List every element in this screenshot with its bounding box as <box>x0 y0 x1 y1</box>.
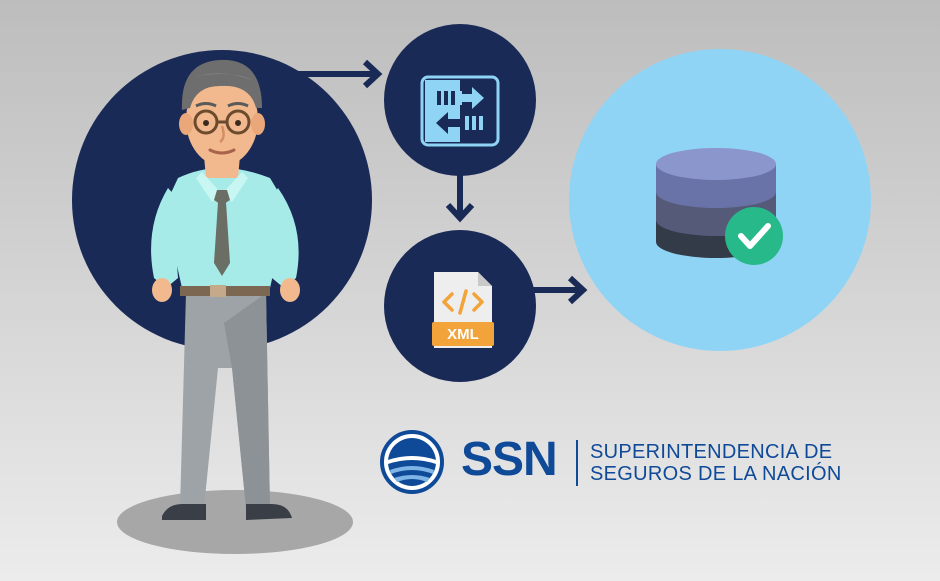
arrow-transfer-to-xml <box>445 172 475 223</box>
ssn-logo-emblem <box>380 430 444 494</box>
database-check-icon <box>656 148 783 265</box>
logo-line-1: SUPERINTENDENCIA DE <box>590 441 833 463</box>
businessman-icon <box>151 59 300 520</box>
arrow-xml-to-database <box>530 275 588 305</box>
logo-line-2: SEGUROS DE LA NACIÓN <box>590 463 842 485</box>
logo-wordmark: SSN <box>461 433 558 486</box>
data-transfer-icon <box>420 75 500 147</box>
xml-file-icon <box>432 272 494 348</box>
logo-org-name: SUPERINTENDENCIA DE SEGUROS DE LA NACIÓN <box>590 441 842 485</box>
logo-divider <box>576 440 578 486</box>
xml-label: XML <box>447 326 479 343</box>
arrow-user-to-transfer <box>292 59 383 89</box>
